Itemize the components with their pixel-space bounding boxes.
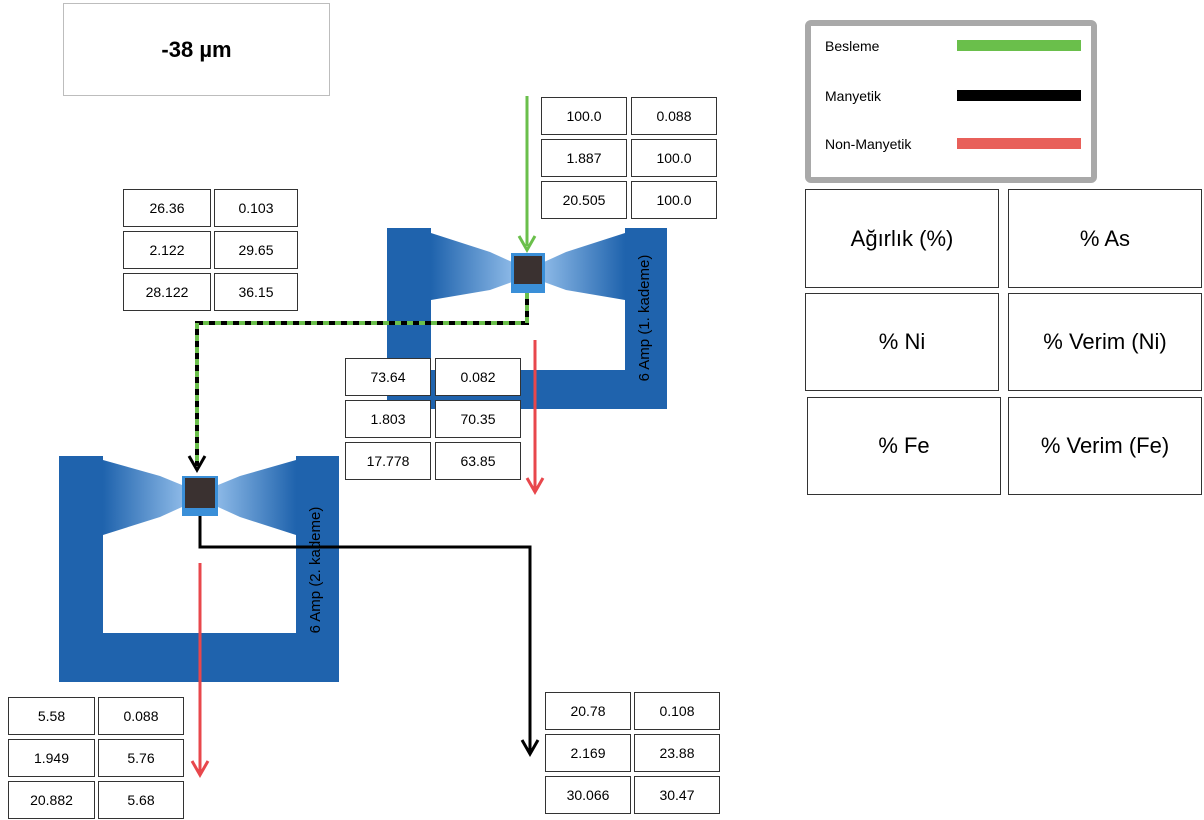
key-weight: Ağırlık (%) [805,189,999,288]
separator-stage1-label: 6 Amp (1. kademe) [636,254,653,382]
feed-fe: 20.505 [541,181,627,219]
legend-line-magnetic [957,90,1081,101]
feed-yield-ni: 100.0 [631,139,717,177]
size-fraction-title: -38 µm [63,3,330,96]
nonmag2-weight: 5.58 [8,697,95,735]
feed-yield-fe: 100.0 [631,181,717,219]
nonmag2-fe: 20.882 [8,781,95,819]
feed-ni: 1.887 [541,139,627,177]
mag2-fe: 30.066 [545,776,631,814]
key-yield-fe: % Verim (Fe) [1008,397,1202,495]
mag2-weight: 20.78 [545,692,631,730]
key-as: % As [1008,189,1202,288]
legend-label-magnetic: Manyetik [825,88,882,104]
legend-line-feed [957,40,1081,51]
legend-line-nonmagnetic [957,138,1081,149]
key-yield-ni: % Verim (Ni) [1008,293,1202,391]
mag2-yield-fe: 30.47 [634,776,720,814]
mag1-weight: 26.36 [123,189,211,227]
feed-weight: 100.0 [541,97,627,135]
legend-label-feed: Besleme [825,38,880,54]
feed-arrow [517,96,537,254]
mag1-yield-ni: 29.65 [214,231,298,269]
legend-label-nonmagnetic: Non-Manyetik [825,136,912,152]
mag1-fe: 28.122 [123,273,211,311]
nonmag1-yield-ni: 70.35 [435,400,521,438]
legend: Besleme Manyetik Non-Manyetik [805,20,1097,183]
nonmag1-fe: 17.778 [345,442,431,480]
nonmag1-weight: 73.64 [345,358,431,396]
nonmag1-yield-fe: 63.85 [435,442,521,480]
nonmag2-yield-fe: 5.68 [98,781,184,819]
mag2-ni: 2.169 [545,734,631,772]
feed-as: 0.088 [631,97,717,135]
mag1-yield-fe: 36.15 [214,273,298,311]
nonmag2-yield-ni: 5.76 [98,739,184,777]
nonmag1-as: 0.082 [435,358,521,396]
mag1-as: 0.103 [214,189,298,227]
nonmagnetic-stage2-arrow [190,563,210,779]
key-fe: % Fe [807,397,1001,495]
magnetic-stage2-arrow [198,516,540,758]
magnetic-stage1-path [187,293,529,474]
mag1-ni: 2.122 [123,231,211,269]
key-ni: % Ni [805,293,999,391]
nonmag1-ni: 1.803 [345,400,431,438]
mag2-as: 0.108 [634,692,720,730]
nonmag2-as: 0.088 [98,697,184,735]
nonmagnetic-stage1-arrow [525,340,545,496]
nonmag2-ni: 1.949 [8,739,95,777]
separator-stage2-label: 6 Amp (2. kademe) [307,506,324,634]
mag2-yield-ni: 23.88 [634,734,720,772]
